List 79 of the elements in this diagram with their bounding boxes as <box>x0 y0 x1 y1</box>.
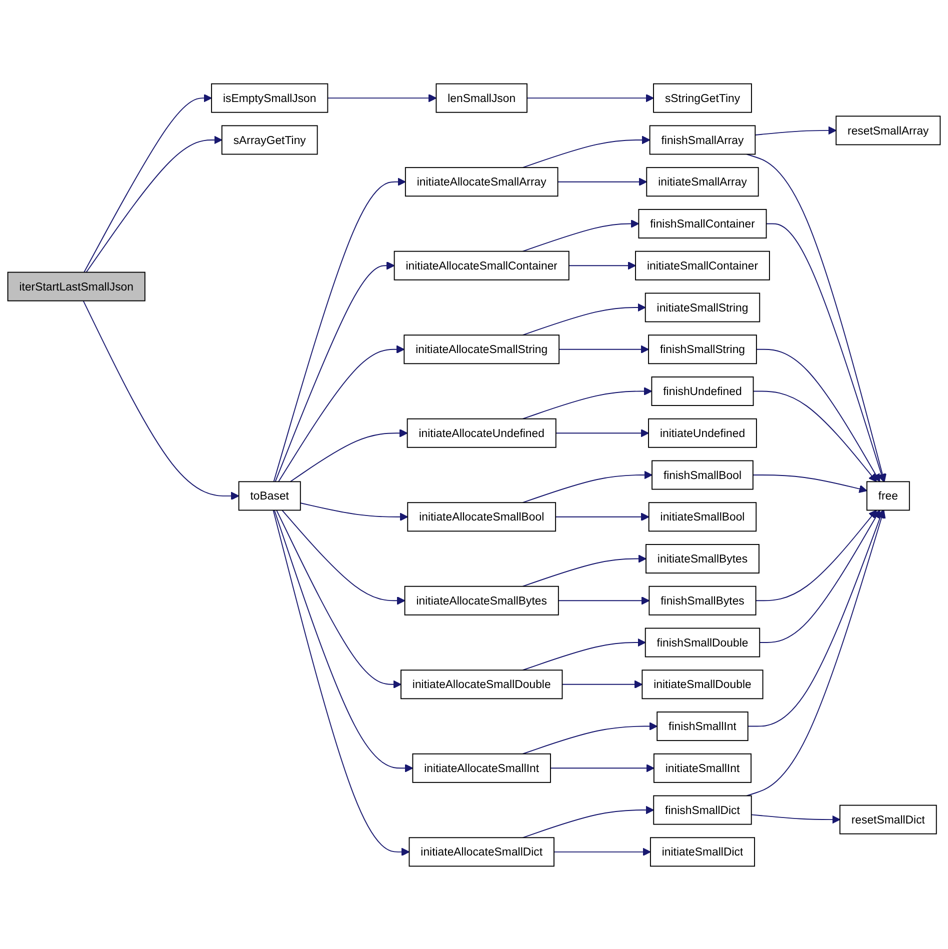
function-box: initiateSmallString <box>644 292 760 322</box>
arrow <box>558 344 649 354</box>
arrow <box>522 302 646 336</box>
function-box: initiateAllocateSmallDict <box>408 836 554 866</box>
arrow <box>327 93 437 102</box>
arrow <box>522 386 652 419</box>
arrow <box>522 219 640 252</box>
arrow <box>522 554 646 586</box>
function-box: finishSmallContainer <box>638 208 767 238</box>
arrow <box>750 814 840 824</box>
function-box: isEmptySmallJson <box>211 82 328 112</box>
arrow <box>754 126 836 135</box>
function-box: finishUndefined <box>651 376 754 406</box>
arrow <box>555 512 650 521</box>
arrow <box>278 344 405 482</box>
function-box: initiateAllocateSmallBool <box>407 502 556 532</box>
function-box: finishSmallInt <box>656 711 748 741</box>
function-box: sStringGetTiny <box>653 82 752 112</box>
arrow <box>82 300 240 500</box>
arrow <box>558 596 650 604</box>
function-box: initiateSmallBytes <box>646 544 760 573</box>
function-box: initiateAllocateSmallBytes <box>404 585 559 615</box>
function-box: initiateAllocateSmallContainer <box>394 250 570 280</box>
arrow <box>276 509 402 688</box>
function-box: initiateAllocateUndefined <box>406 418 556 448</box>
function-box: finishSmallDict <box>653 794 752 824</box>
arrow <box>274 509 414 772</box>
function-box: free <box>866 480 910 510</box>
arrow <box>568 260 636 270</box>
arrow <box>756 348 880 482</box>
arrow <box>747 509 884 726</box>
arrow <box>746 509 886 796</box>
arrow <box>522 638 646 670</box>
arrow <box>759 509 880 642</box>
arrow <box>554 847 651 856</box>
arrow <box>557 177 648 186</box>
arrow <box>562 680 643 688</box>
arrow <box>522 135 650 168</box>
function-box: finishSmallString <box>648 334 757 364</box>
arrow <box>755 509 877 601</box>
function-box: initiateSmallDict <box>650 836 756 866</box>
function-box: finishSmallBytes <box>648 585 756 615</box>
function-box: initiateSmallContainer <box>635 250 770 280</box>
function-box: initiateSmallBool <box>648 502 757 532</box>
arrow <box>86 135 222 272</box>
arrow <box>300 502 408 521</box>
function-box: finishSmallBool <box>652 460 754 490</box>
arrow <box>746 153 886 482</box>
function-box: initiateAllocateSmallArray <box>404 166 558 196</box>
function-box: resetSmallDict <box>839 804 937 834</box>
function-box: initiateUndefined <box>648 418 757 448</box>
function-box: sArrayGetTiny <box>221 124 318 154</box>
arrow <box>555 428 649 437</box>
function-box: initiateSmallArray <box>646 166 759 196</box>
function-box: toBaset <box>238 480 301 510</box>
function-box: initiateAllocateSmallString <box>404 334 560 364</box>
arrow <box>273 177 406 482</box>
function-box: initiateAllocateSmallInt <box>412 752 551 782</box>
arrow <box>752 390 877 482</box>
arrow <box>290 428 408 482</box>
arrow <box>526 93 654 102</box>
arrow <box>550 763 654 772</box>
function-box: initiateSmallInt <box>653 752 752 782</box>
arrow <box>522 470 652 503</box>
arrow <box>272 509 410 856</box>
arrow <box>522 805 654 838</box>
function-box: lenSmallJson <box>436 82 528 112</box>
arrow <box>766 222 886 482</box>
arrow <box>752 474 868 492</box>
arrow <box>282 509 406 604</box>
function-box: iterStartLastSmallJson <box>7 271 146 301</box>
function-box: initiateSmallDouble <box>642 669 764 699</box>
function-box: finishSmallDouble <box>644 627 760 657</box>
function-box: initiateAllocateSmallDouble <box>400 669 563 699</box>
arrow <box>274 260 395 482</box>
arrow <box>84 93 212 272</box>
function-box: resetSmallArray <box>836 115 941 145</box>
function-box: finishSmallArray <box>649 124 756 154</box>
arrow <box>522 722 658 754</box>
